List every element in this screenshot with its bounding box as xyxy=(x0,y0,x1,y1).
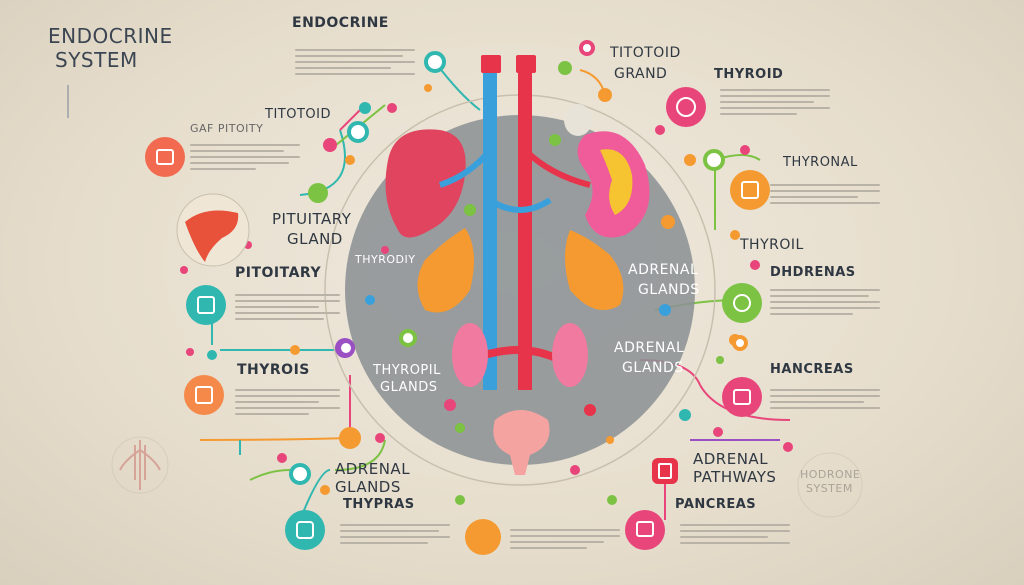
bowl-icon xyxy=(465,519,501,555)
label-pancreas: PANCREAS xyxy=(675,497,757,512)
label-adrenal-pathways-2: PATHWAYS xyxy=(693,468,777,486)
label-thyroid-top: THYROID xyxy=(714,67,784,82)
label-pituitary: PITUITARY xyxy=(272,210,352,228)
text-block xyxy=(770,285,880,319)
top-title: ENDOCRINE xyxy=(292,15,389,31)
document-icon xyxy=(625,510,665,550)
label-adrenal-left-1: ADRENAL xyxy=(335,460,411,478)
text-block xyxy=(770,385,880,413)
heart-icon xyxy=(666,87,706,127)
label-adrenal-pathways-1: ADRENAL xyxy=(693,450,769,468)
bladder xyxy=(493,410,550,475)
document-icon xyxy=(730,170,770,210)
label-adrenal-glands-2: GLANDS xyxy=(638,282,700,298)
box-icon xyxy=(184,375,224,415)
label-dhdrenas: DHDRENAS xyxy=(770,265,856,280)
label-thyrodiy: THYRODIY xyxy=(355,253,416,266)
label-hodrone: HODRONE xyxy=(800,468,861,481)
text-block xyxy=(295,45,415,79)
label-thyropil: THYROPIL xyxy=(373,363,441,378)
label-gland: GLAND xyxy=(287,230,343,248)
label-titotid: TITOTOID xyxy=(265,107,331,122)
label-adrenal-left-2: GLANDS xyxy=(335,478,401,496)
label-thyronal: THYRONAL xyxy=(783,155,858,170)
text-block xyxy=(340,520,450,548)
title-line2: SYSTEM xyxy=(55,48,138,72)
label-hodrone-system: SYSTEM xyxy=(806,482,853,495)
adrenal-left xyxy=(417,228,474,313)
label-thyropil-glands: GLANDS xyxy=(380,380,438,395)
shield-icon xyxy=(145,137,185,177)
text-block xyxy=(235,385,340,419)
document-icon xyxy=(186,285,226,325)
label-thyrois: THYROIS xyxy=(237,362,310,378)
gland-right xyxy=(552,323,588,387)
text-block xyxy=(720,85,830,119)
label-gaf-pitoity: GAF PITOITY xyxy=(190,122,264,135)
gland-left xyxy=(452,323,488,387)
label-adrenal-glands-1: ADRENAL xyxy=(628,262,699,278)
text-block xyxy=(770,180,880,208)
label-adrenal-center-1: ADRENAL xyxy=(614,340,685,356)
liver-icon xyxy=(185,210,239,262)
kidney-icon xyxy=(722,283,762,323)
text-block xyxy=(510,525,620,553)
box-icon xyxy=(722,377,762,417)
liver-shape xyxy=(385,129,466,238)
text-block xyxy=(680,520,790,548)
text-block xyxy=(235,290,340,324)
label-pitoitary: PITOITARY xyxy=(235,265,322,281)
label-thypras: THYPRAS xyxy=(343,497,415,512)
label-thyroil: THYROIL xyxy=(740,237,804,253)
adrenal-right xyxy=(565,230,624,310)
bag-icon xyxy=(285,510,325,550)
label-titotoid: TITOTOID xyxy=(610,45,681,61)
label-adrenal-center-2: GLANDS xyxy=(622,360,684,376)
label-grand: GRAND xyxy=(614,66,668,82)
text-block xyxy=(190,140,300,174)
title-line1: ENDOCRINE xyxy=(48,24,173,48)
label-hancreas: HANCREAS xyxy=(770,362,854,377)
